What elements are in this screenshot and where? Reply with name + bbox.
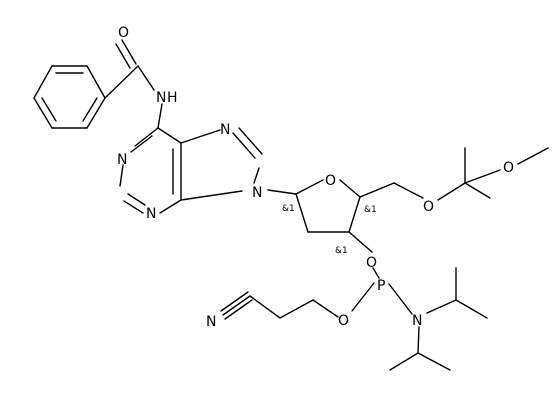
amide-group (104, 39, 163, 129)
amide-nitrogen: N (156, 90, 166, 106)
amide-hydrogen: H (167, 90, 178, 106)
purine-n7: N (220, 122, 230, 138)
amine-nitrogen: N (412, 313, 422, 329)
purine-ring (119, 127, 263, 214)
three-prime-oxygen: O (366, 255, 377, 271)
phosphite-oxygen: O (338, 313, 349, 329)
purine-n9: N (252, 185, 262, 201)
purine-n3: N (146, 206, 156, 222)
benzene-ring (33, 65, 106, 129)
atom-labels: O N H N N N N O O O O O P N N (117, 25, 514, 330)
deoxyribose-ring (267, 179, 361, 233)
stereo-label-c3: &1 (335, 246, 348, 256)
stereo-label-c1: &1 (282, 204, 295, 214)
nitrile-nitrogen: N (206, 314, 216, 330)
ring-oxygen: O (325, 173, 336, 189)
ether-chain (359, 147, 549, 201)
purine-n1: N (117, 152, 127, 168)
stereo-labels: &1 &1 &1 (282, 204, 377, 256)
carbonyl-oxygen: O (118, 25, 129, 41)
ether-oxygen: O (423, 199, 434, 215)
methoxy-oxygen: O (503, 160, 514, 176)
phosphorus: P (377, 278, 385, 294)
phosphoramidite (220, 231, 488, 371)
stereo-label-c4: &1 (364, 205, 377, 215)
